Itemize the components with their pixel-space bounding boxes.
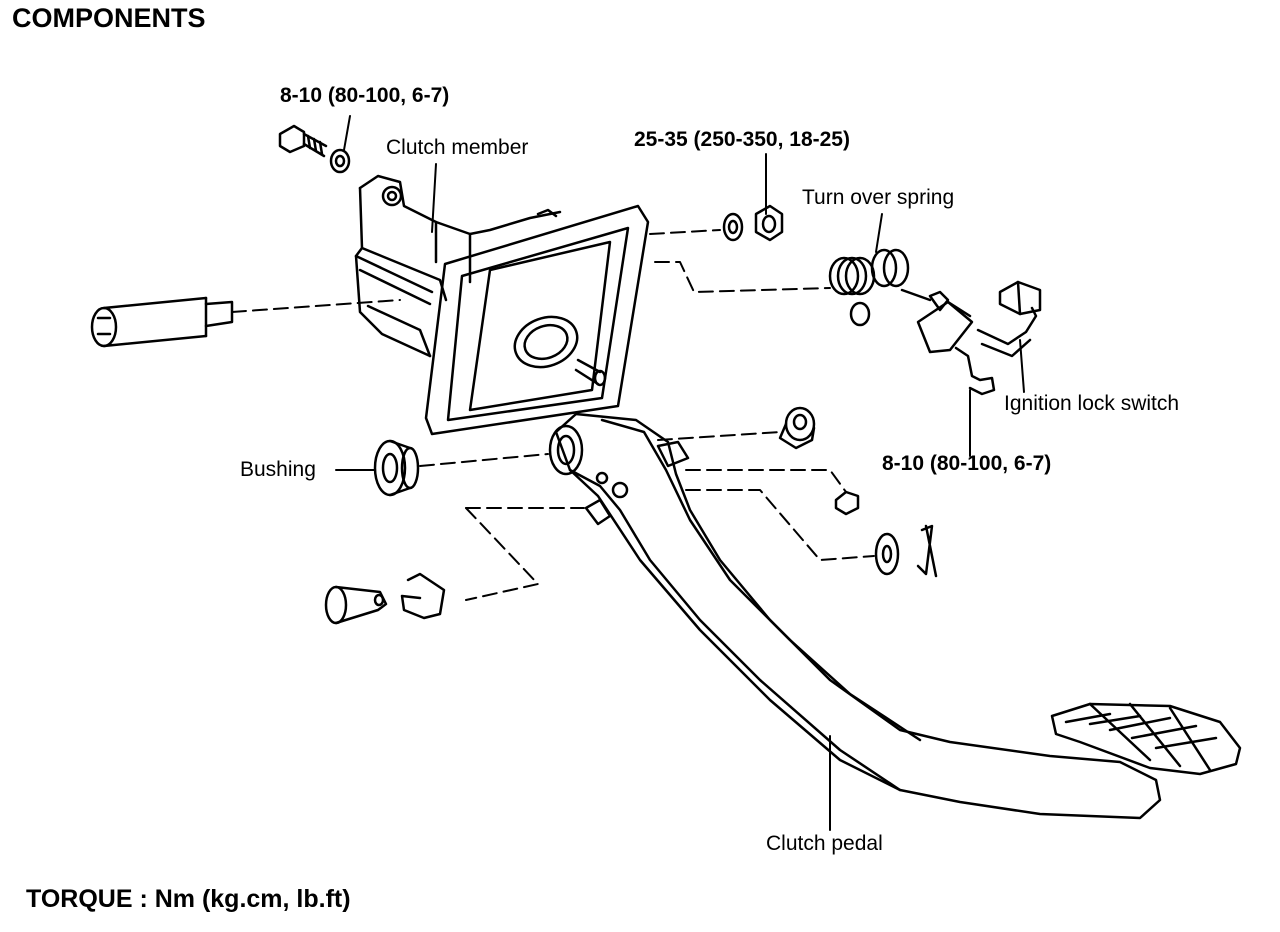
bushing-left [373, 439, 420, 497]
torque-units-footer: TORQUE : Nm (kg.cm, lb.ft) [26, 885, 351, 913]
page-title: COMPONENTS [12, 3, 206, 33]
washer-lower [874, 532, 900, 576]
torque-label-switch: 8-10 (80-100, 6-7) [882, 452, 1052, 475]
ignition-lock-switch-label: Ignition lock switch [1004, 392, 1180, 415]
washer-top [329, 148, 351, 174]
clutch-pedal [548, 412, 1242, 820]
bushing-right [778, 406, 816, 450]
clutch-pedal-label: Clutch pedal [766, 832, 883, 855]
clutch-member-plate [424, 204, 650, 436]
bushing-label: Bushing [240, 458, 316, 481]
cotter-pin [916, 524, 938, 578]
clevis-pin [324, 585, 388, 625]
leader-lines [335, 115, 1025, 831]
clevis-clip [400, 572, 446, 620]
washer-mid [722, 212, 744, 242]
nut-mid [754, 204, 784, 242]
small-nut [834, 490, 860, 516]
clutch-member-label: Clutch member [386, 136, 529, 159]
torque-label-nut: 25-35 (250-350, 18-25) [634, 128, 850, 151]
assembly-lines [231, 229, 875, 601]
turn-over-spring-label: Turn over spring [802, 186, 955, 209]
torque-label-top-bolt: 8-10 (80-100, 6-7) [280, 84, 450, 107]
clutch-member-bracket [354, 174, 562, 358]
ignition-lock-switch [900, 280, 1042, 396]
pivot-bolt [90, 296, 234, 348]
mounting-bolt-top [278, 124, 328, 158]
turn-over-spring [828, 248, 910, 327]
